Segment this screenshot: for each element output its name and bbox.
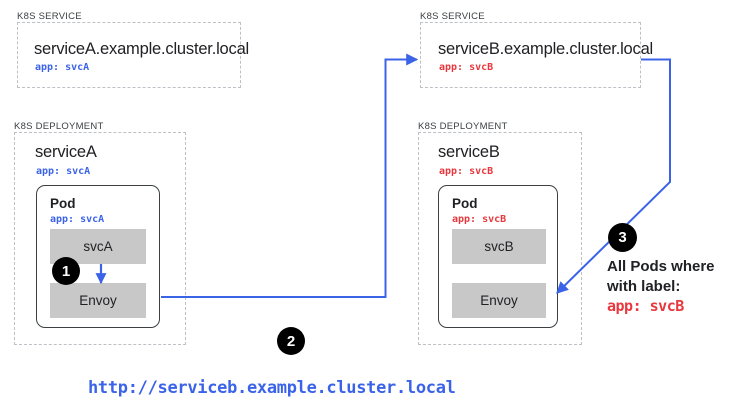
badge-step-1: 1 [52, 257, 80, 285]
right-deployment-label: app: svcB [439, 166, 494, 177]
right-pod-label: app: svcB [452, 214, 507, 225]
right-container-svcB: svcB [452, 229, 546, 264]
annotation-line-1: All Pods where [607, 258, 715, 275]
left-service-group-label: K8S SERVICE [17, 11, 82, 22]
annotation-line-2: with label: [607, 277, 681, 295]
left-deployment-label: app: svcA [36, 166, 91, 177]
left-pod-title: Pod [50, 196, 76, 211]
left-container-envoy: Envoy [50, 283, 146, 318]
badge-step-2: 2 [277, 327, 305, 355]
right-container-envoy: Envoy [452, 283, 546, 318]
path-envoy-to-serviceB [161, 53, 419, 298]
right-pod-title: Pod [452, 196, 478, 211]
annotation-text: All Pods where with label: app: svcB [607, 257, 715, 316]
left-pod-label: app: svcA [50, 214, 105, 225]
left-deployment-name: serviceA [35, 143, 97, 161]
request-url: http://serviceb.example.cluster.local [88, 378, 456, 398]
right-deployment-group-label: K8S DEPLOYMENT [418, 121, 508, 132]
badge-step-3: 3 [608, 223, 637, 252]
right-service-fqdn: serviceB.example.cluster.local [438, 40, 654, 58]
left-service-selector: app: svcA [35, 62, 90, 73]
right-service-selector: app: svcB [439, 62, 494, 73]
annotation-line-3-label: app: svcB [607, 296, 684, 315]
left-service-fqdn: serviceA.example.cluster.local [34, 40, 250, 58]
left-deployment-group-label: K8S DEPLOYMENT [14, 121, 104, 132]
right-deployment-name: serviceB [438, 143, 500, 161]
right-service-group-label: K8S SERVICE [420, 11, 485, 22]
